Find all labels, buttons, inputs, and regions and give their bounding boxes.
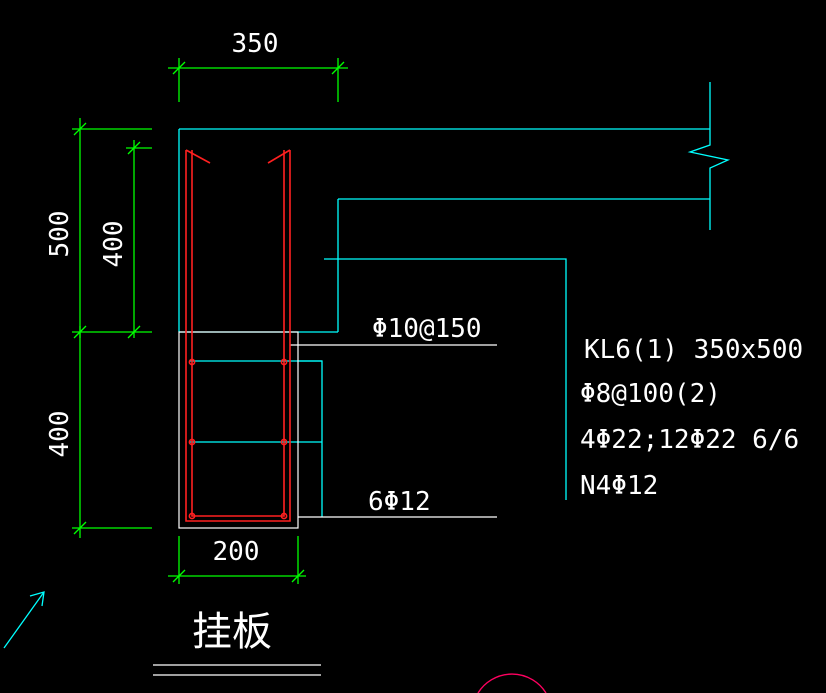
- rebar-dot: [280, 438, 288, 446]
- dimension-bottom-width: 200: [213, 537, 260, 567]
- callout-bottom-bars: 6Φ12: [368, 487, 431, 517]
- arrow-icon: [3, 591, 45, 649]
- rebar-dot: [188, 358, 196, 366]
- section-outline: [153, 331, 497, 676]
- section-title: 挂板: [192, 609, 272, 655]
- rebar-dot: [280, 358, 288, 366]
- rebar-dot: [280, 512, 288, 520]
- dimension-total-height: 500: [45, 211, 75, 258]
- beam-spec-line3: 4Φ22;12Φ22 6/6: [580, 425, 799, 455]
- stirrup-loop: [185, 150, 291, 522]
- dimension-lower-height: 400: [45, 411, 75, 458]
- beam-spec-line4: N4Φ12: [580, 471, 658, 501]
- beam-spec-line1: KL6(1) 350x500: [584, 335, 803, 365]
- dimension-lines: [72, 58, 348, 584]
- rebar-dot: [188, 512, 196, 520]
- dimension-inner-height: 400: [99, 221, 129, 268]
- rebar: [185, 149, 291, 522]
- beam-spec-line2: Φ8@100(2): [580, 379, 721, 409]
- leader-line-spec: [324, 258, 567, 500]
- dimension-top-width: 350: [232, 29, 279, 59]
- callout-stirrup: Φ10@150: [372, 314, 482, 344]
- rebar-dot: [188, 438, 196, 446]
- arc-fragment: [477, 673, 547, 693]
- break-line: [687, 82, 731, 230]
